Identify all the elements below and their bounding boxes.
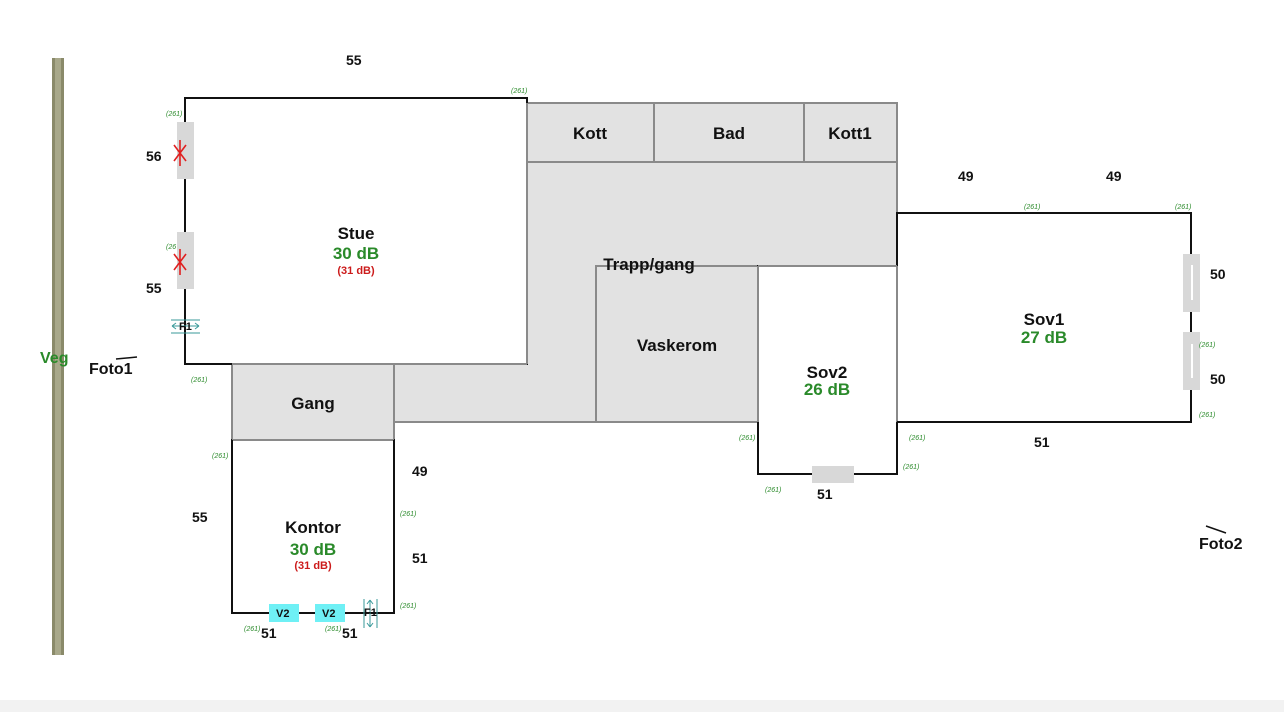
photo-marker-foto1: Foto1: [89, 356, 138, 378]
kontor-door-f1: F1: [363, 599, 378, 628]
sov2-window: [812, 466, 854, 483]
height-label: (261): [400, 603, 416, 610]
room-name-sov2: Sov2: [807, 363, 848, 382]
double-arrow-icon: [366, 599, 374, 628]
closed-window-icon: [173, 249, 187, 275]
height-label: (261): [739, 435, 755, 442]
height-label: (261): [903, 464, 919, 471]
height-labels: (261) (261) (26 (261) (261) (261) (261) …: [166, 88, 1215, 633]
room-kott1: [803, 102, 898, 163]
closed-window-icon: [173, 140, 187, 166]
height-label: (261): [1024, 204, 1040, 211]
room-name-sov1: Sov1: [1024, 310, 1065, 329]
level-kontor-bottom-a: 51: [261, 625, 277, 641]
photo-label-foto1: Foto1: [89, 361, 133, 378]
room-name-kott1: Kott1: [828, 124, 871, 143]
inner-walls: [232, 103, 898, 441]
room-kontor: [231, 439, 395, 614]
room-name-kontor: Kontor: [285, 518, 341, 537]
bottom-strip: [0, 700, 1284, 712]
stue-window-1: [177, 122, 194, 179]
height-label: (261): [1199, 342, 1215, 349]
window-label-f1: F1: [179, 321, 192, 333]
double-arrow-icon: [171, 322, 200, 330]
level-stue-left-lower: 55: [146, 280, 162, 296]
room-name-stue: Stue: [338, 224, 375, 243]
level-sov1-right-a: 50: [1210, 266, 1226, 282]
room-labels: Stue 30 dB (31 dB) Kott Bad Kott1 Trapp/…: [285, 124, 1067, 572]
level-kontor-left: 55: [192, 509, 208, 525]
photo-label-foto2: Foto2: [1199, 536, 1243, 553]
room-db-stue: 30 dB: [333, 244, 379, 263]
height-label: (261): [511, 88, 527, 95]
height-label: (261): [909, 435, 925, 442]
room-bad: [653, 102, 805, 163]
level-sov1-top-b: 49: [1106, 168, 1122, 184]
kontor-vent-1: [269, 604, 299, 622]
facade-levels: 55 56 55 49 49 50 50 51 51 55 49 51 51 5…: [146, 52, 1226, 641]
height-label: (261): [400, 511, 416, 518]
vent-label-v2: V2: [322, 608, 335, 620]
white-rooms: [184, 97, 1192, 614]
level-kontor-bottom-b: 51: [342, 625, 358, 641]
room-name-trapp-gang: Trapp/gang: [603, 255, 695, 274]
height-label: (261): [212, 453, 228, 460]
level-stue-left-upper: 56: [146, 148, 162, 164]
level-sov2-bottom: 51: [817, 486, 833, 502]
height-label: (261): [244, 626, 260, 633]
room-db-sov2: 26 dB: [804, 380, 850, 399]
stue-door-f1: F1: [171, 319, 200, 334]
level-sov1-right-b: 50: [1210, 371, 1226, 387]
height-label: (261): [325, 626, 341, 633]
kontor-vent-2: [315, 604, 345, 622]
stue-window-2: [177, 232, 194, 289]
height-label: (261): [191, 377, 207, 384]
height-label: (26: [166, 244, 176, 251]
road-label: Veg: [40, 350, 68, 367]
room-sov1: [896, 212, 1192, 423]
room-vaskerom: [595, 265, 759, 423]
room-name-gang: Gang: [291, 394, 334, 413]
level-sov1-top-a: 49: [958, 168, 974, 184]
grey-rooms: [231, 102, 898, 441]
level-kontor-right-upper: 49: [412, 463, 428, 479]
windows: F1 V2 V2 F1: [171, 122, 1200, 628]
level-stue-top: 55: [346, 52, 362, 68]
level-sov1-bottom: 51: [1034, 434, 1050, 450]
level-kontor-right-lower: 51: [412, 550, 428, 566]
room-name-kott: Kott: [573, 124, 607, 143]
height-label: (261): [1175, 204, 1191, 211]
room-db-kontor: 30 dB: [290, 540, 336, 559]
room-name-bad: Bad: [713, 124, 745, 143]
window-label-f1: F1: [364, 607, 377, 619]
room-db-alt-stue: (31 dB): [337, 265, 375, 277]
height-label: (261): [1199, 412, 1215, 419]
room-name-vaskerom: Vaskerom: [637, 336, 717, 355]
vent-label-v2: V2: [276, 608, 289, 620]
road-bar-center: [55, 58, 61, 655]
room-db-sov1: 27 dB: [1021, 328, 1067, 347]
room-db-alt-kontor: (31 dB): [294, 560, 332, 572]
height-label: (261): [166, 111, 182, 118]
photo-marker-foto2: Foto2: [1199, 525, 1243, 553]
height-label: (261): [765, 487, 781, 494]
